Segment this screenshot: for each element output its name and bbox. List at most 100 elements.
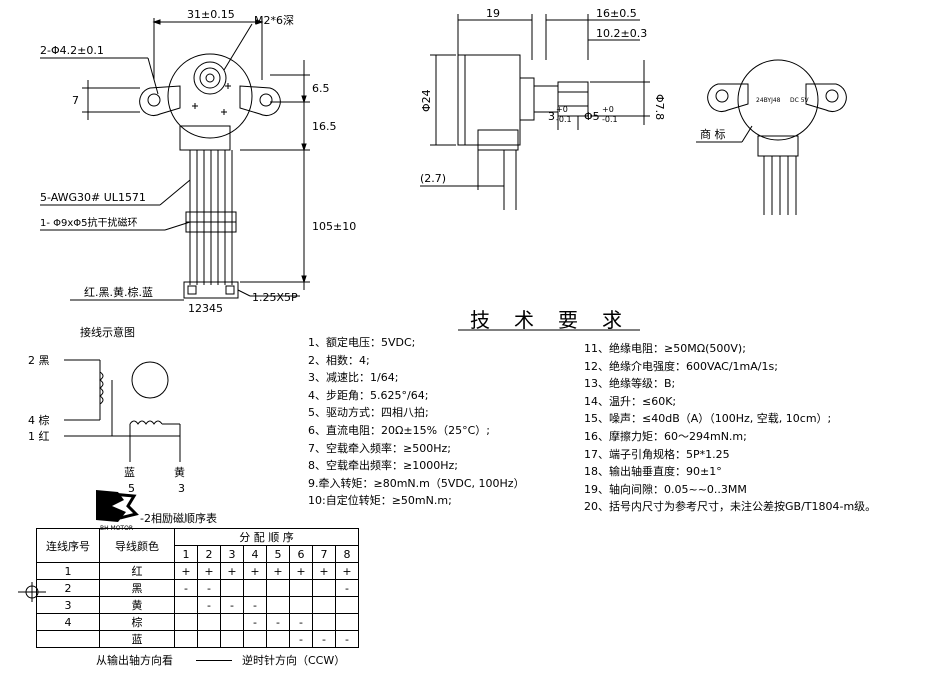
- wire-yellow-num: 3: [178, 482, 185, 495]
- bh-motor-logo: BH MOTOR: [96, 490, 139, 532]
- step-header: 1: [174, 545, 198, 563]
- sequence-cell: +: [266, 562, 290, 580]
- sequence-cell: [312, 579, 336, 597]
- sequence-cell: [266, 630, 290, 648]
- spec-item: 10:自定位转矩：≥50mN.m;: [308, 494, 452, 508]
- dim-16-5: 16.5: [312, 120, 337, 133]
- sequence-cell: -: [174, 579, 198, 597]
- sequence-cell: [197, 613, 221, 631]
- step-header: 4: [243, 545, 267, 563]
- sequence-cell: +: [220, 562, 244, 580]
- sequence-cell: [197, 630, 221, 648]
- front-view: [40, 18, 310, 301]
- spec-right: 11、绝缘电阻：≥50MΩ(500V);12、绝缘介电强度：600VAC/1mA…: [584, 340, 876, 516]
- sequence-cell: +: [312, 562, 336, 580]
- table-row: 蓝---: [36, 630, 359, 648]
- sequence-cell: -: [197, 579, 221, 597]
- lead-number: 4: [36, 613, 100, 631]
- label-pins: 12345: [188, 302, 223, 315]
- nameplate-voltage: DC 5V: [790, 97, 810, 104]
- sequence-cell: -: [197, 596, 221, 614]
- col-color: 导线颜色: [99, 528, 175, 563]
- dim-dia-24: Φ24: [420, 89, 433, 112]
- spec-item: 20、括号内尺寸为参考尺寸，未注公差按GB/T1804-m级。: [584, 500, 877, 514]
- wiring-title: 接线示意图: [80, 325, 135, 339]
- dim-dia-7-8: Φ7.8: [653, 94, 666, 120]
- lead-color: 红: [99, 562, 175, 580]
- spec-item: 18、输出轴垂直度：90±1°: [584, 465, 722, 479]
- dim-shaft-3: 3: [548, 110, 555, 123]
- dim-lead: 105±10: [312, 220, 356, 233]
- sequence-cell: -: [220, 596, 244, 614]
- label-colors: 红.黑.黄.棕.蓝: [84, 285, 153, 299]
- step-header: 5: [266, 545, 290, 563]
- footer-right: 逆时针方向（CCW）: [242, 654, 346, 667]
- wire-1-red: 1 红: [28, 430, 50, 443]
- spec-item: 16、摩擦力矩：60～294mN.m;: [584, 429, 747, 443]
- col-seq: 分 配 顺 序: [174, 528, 359, 546]
- label-ring: 1- Φ9xΦ5抗干扰磁环: [40, 216, 138, 229]
- step-header: 3: [220, 545, 244, 563]
- lead-color: 棕: [99, 613, 175, 631]
- dim-side-10-2: 10.2±0.3: [596, 27, 647, 40]
- sequence-cell: [174, 630, 198, 648]
- sequence-cell: [312, 613, 336, 631]
- sequence-cell: -: [335, 579, 359, 597]
- sequence-cell: +: [197, 562, 221, 580]
- sequence-cell: [243, 630, 267, 648]
- lead-color: 黄: [99, 596, 175, 614]
- dim-shaft-5: Φ5: [584, 110, 600, 123]
- sequence-cell: [335, 613, 359, 631]
- lead-number: [36, 630, 100, 648]
- step-header: 8: [335, 545, 359, 563]
- spec-item: 2、相数：4;: [308, 353, 370, 367]
- nameplate-model: 24BYJ48: [756, 97, 781, 104]
- spec-item: 13、绝缘等级：B;: [584, 377, 676, 391]
- wire-4-brown: 4 棕: [28, 413, 50, 427]
- lead-number: 2: [36, 579, 100, 597]
- step-header: 6: [289, 545, 313, 563]
- dim-shaft-5-tol-top: +0: [602, 105, 614, 114]
- spec-item: 17、端子引角规格：5P*1.25: [584, 447, 730, 461]
- sequence-cell: -: [335, 630, 359, 648]
- dim-screw: M2*6深: [254, 14, 294, 27]
- sequence-cell: +: [335, 562, 359, 580]
- dim-shaft-5-tol-bot: -0.1: [602, 115, 618, 124]
- sequence-cell: +: [243, 562, 267, 580]
- lead-number: 3: [36, 596, 100, 614]
- sequence-cell: +: [289, 562, 313, 580]
- spec-item: 1、额定电压：5VDC;: [308, 336, 416, 349]
- spec-item: 7、空载牵入频率：≥500Hz;: [308, 441, 451, 455]
- wire-blue-num: 5: [128, 482, 135, 495]
- sequence-cell: -: [289, 630, 313, 648]
- step-header: 2: [197, 545, 221, 563]
- dim-shaft-3-tol-top: +0: [556, 105, 568, 114]
- sequence-cell: [312, 596, 336, 614]
- sequence-cell: [220, 630, 244, 648]
- spec-item: 5、驱动方式：四相八拍;: [308, 406, 429, 420]
- dim-gap-2-7: (2.7): [420, 172, 446, 185]
- sequence-cell: [174, 613, 198, 631]
- spec-item: 19、轴向间隙：0.05~~0..3MM: [584, 482, 747, 496]
- lead-color: 蓝: [99, 630, 175, 648]
- label-awg: 5-AWG30# UL1571: [40, 191, 146, 204]
- dim-side-19: 19: [486, 7, 500, 20]
- sequence-cell: -: [266, 613, 290, 631]
- sequence-cell: [289, 579, 313, 597]
- sequence-cell: -: [312, 630, 336, 648]
- side-view: [420, 14, 650, 210]
- sequence-cell: -: [243, 613, 267, 631]
- dim-6-5: 6.5: [312, 82, 330, 95]
- dim-shaft-3-tol-bot: -0.1: [556, 115, 572, 124]
- spec-item: 3、减速比：1/64;: [308, 371, 399, 385]
- label-trademark: 商 标: [700, 127, 726, 141]
- spec-item: 14、温升：≤60K;: [584, 394, 677, 408]
- sequence-cell: -: [289, 613, 313, 631]
- dim-side-16: 16±0.5: [596, 7, 637, 20]
- sequence-cell: -: [243, 596, 267, 614]
- sequence-cell: [266, 596, 290, 614]
- lead-number: 1: [36, 562, 100, 580]
